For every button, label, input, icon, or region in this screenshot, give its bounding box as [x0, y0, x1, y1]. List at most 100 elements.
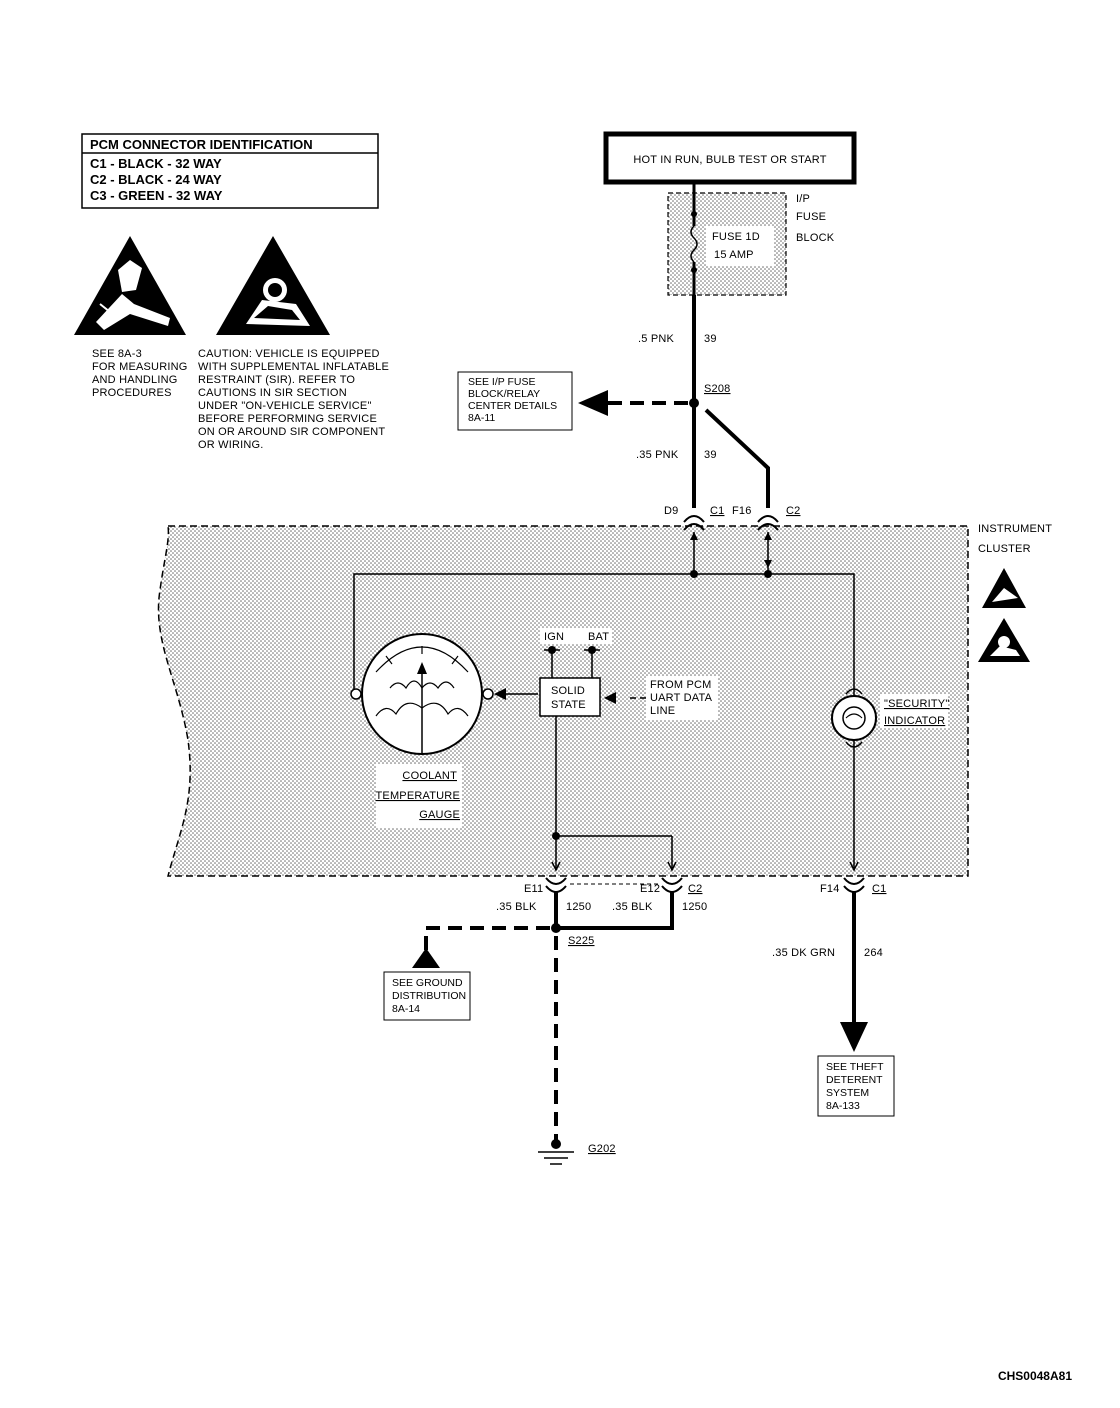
- ground-distribution-ref: SEE GROUND DISTRIBUTION 8A-14: [383, 971, 471, 1021]
- gauge-label: COOLANT TEMPERATURE GAUGE: [375, 764, 462, 828]
- connector-f14-c1: F14 C1: [820, 877, 886, 895]
- fuse-amp: 15 AMP: [714, 249, 754, 261]
- svg-text:OR WIRING.: OR WIRING.: [198, 439, 264, 451]
- coolant-temperature-gauge: [350, 633, 494, 755]
- svg-text:DISTRIBUTION: DISTRIBUTION: [392, 990, 466, 1002]
- svg-text:BLOCK: BLOCK: [796, 232, 835, 244]
- svg-text:GAUGE: GAUGE: [419, 809, 460, 821]
- svg-text:SEE 8A-3: SEE 8A-3: [92, 348, 142, 360]
- svg-text:BAT: BAT: [588, 631, 609, 643]
- svg-text:SEE THEFT: SEE THEFT: [826, 1061, 884, 1073]
- svg-text:.35 BLK: .35 BLK: [496, 901, 537, 913]
- svg-text:SYSTEM: SYSTEM: [826, 1087, 869, 1099]
- esd-warning-icon: [74, 236, 186, 335]
- svg-text:FROM PCM: FROM PCM: [650, 679, 711, 691]
- fuse-block: FUSE 1D 15 AMP I/P FUSE BLOCK: [667, 182, 835, 296]
- svg-text:1250: 1250: [566, 901, 591, 913]
- svg-text:COOLANT: COOLANT: [402, 770, 457, 782]
- svg-text:AND HANDLING: AND HANDLING: [92, 374, 178, 386]
- theft-deterrent-ref: SEE THEFT DETERENT SYSTEM 8A-133: [817, 1055, 895, 1117]
- connector-e11: E11: [524, 877, 567, 895]
- fuse-label: FUSE 1D: [712, 231, 760, 243]
- solid-state-module: SOLID STATE IGN BAT FROM PCM UART DATA L…: [494, 628, 718, 836]
- svg-text:CENTER DETAILS: CENTER DETAILS: [468, 400, 557, 412]
- svg-text:.35 BLK: .35 BLK: [612, 901, 653, 913]
- arrow-left-icon: [578, 390, 608, 416]
- svg-text:F14: F14: [820, 883, 840, 895]
- svg-text:D9: D9: [664, 505, 678, 517]
- svg-text:RESTRAINT (SIR). REFER TO: RESTRAINT (SIR). REFER TO: [198, 374, 355, 386]
- pcm-connector-row: C1 - BLACK - 32 WAY: [90, 156, 222, 171]
- svg-text:E11: E11: [524, 883, 543, 895]
- svg-text:S225: S225: [568, 935, 595, 947]
- svg-text:BEFORE PERFORMING SERVICE: BEFORE PERFORMING SERVICE: [198, 413, 377, 425]
- svg-text:BLOCK/RELAY: BLOCK/RELAY: [468, 388, 540, 400]
- indicator-lamp-icon: [842, 706, 866, 730]
- svg-text:INDICATOR: INDICATOR: [884, 715, 945, 727]
- sir-caution-note: CAUTION: VEHICLE IS EQUIPPED WITH SUPPLE…: [198, 348, 389, 451]
- svg-text:1250: 1250: [682, 901, 707, 913]
- svg-text:.5 PNK: .5 PNK: [638, 333, 675, 345]
- svg-text:C2: C2: [786, 505, 800, 517]
- security-indicator: "SECURITY" INDICATOR: [831, 686, 949, 868]
- svg-text:INSTRUMENT: INSTRUMENT: [978, 523, 1052, 535]
- esd-warning-icon-small: [982, 568, 1026, 608]
- arrow-up-icon: [412, 948, 440, 968]
- svg-text:I/P: I/P: [796, 193, 810, 205]
- svg-text:39: 39: [704, 449, 717, 461]
- figure-code: CHS0048A81: [998, 1369, 1072, 1383]
- fuse-icon: [690, 225, 698, 263]
- svg-text:264: 264: [864, 947, 883, 959]
- wire-39-branch: [704, 408, 770, 508]
- svg-text:FOR MEASURING: FOR MEASURING: [92, 361, 188, 373]
- svg-text:8A-14: 8A-14: [392, 1003, 420, 1015]
- gauge-needle-icon: [417, 662, 427, 674]
- svg-text:SEE GROUND: SEE GROUND: [392, 977, 463, 989]
- sir-warning-icon-small: [978, 618, 1030, 662]
- power-source-box: HOT IN RUN, BULB TEST OR START: [603, 131, 857, 185]
- svg-text:E12: E12: [640, 883, 660, 895]
- connector-f16-c2: F16 C2: [732, 505, 800, 531]
- svg-text:.35 PNK: .35 PNK: [636, 449, 679, 461]
- svg-text:STATE: STATE: [551, 699, 586, 711]
- wire-1250-e12: [560, 892, 674, 930]
- connector-d9-c1: D9 C1: [664, 505, 724, 531]
- svg-text:C1: C1: [872, 883, 886, 895]
- svg-text:"SECURITY": "SECURITY": [884, 698, 949, 710]
- svg-text:.35 DK GRN: .35 DK GRN: [772, 947, 835, 959]
- svg-text:ON OR AROUND SIR COMPONENT: ON OR AROUND SIR COMPONENT: [198, 426, 385, 438]
- svg-text:8A-133: 8A-133: [826, 1100, 860, 1112]
- svg-text:FUSE: FUSE: [796, 211, 826, 223]
- svg-text:CAUTION: VEHICLE IS EQUIPPED: CAUTION: VEHICLE IS EQUIPPED: [198, 348, 380, 360]
- pcm-connector-title: PCM CONNECTOR IDENTIFICATION: [90, 137, 313, 152]
- sir-warning-icon: [216, 236, 330, 335]
- relay-center-ref: SEE I/P FUSE BLOCK/RELAY CENTER DETAILS …: [457, 371, 573, 431]
- splice-s208: [689, 398, 699, 408]
- svg-text:PROCEDURES: PROCEDURES: [92, 387, 172, 399]
- svg-text:WITH SUPPLEMENTAL INFLATABLE: WITH SUPPLEMENTAL INFLATABLE: [198, 361, 389, 373]
- ground-label: G202: [588, 1143, 616, 1155]
- svg-text:C1: C1: [710, 505, 724, 517]
- svg-text:UART DATA: UART DATA: [650, 692, 713, 704]
- esd-note: SEE 8A-3 FOR MEASURING AND HANDLING PROC…: [92, 348, 188, 399]
- svg-text:SOLID: SOLID: [551, 685, 585, 697]
- svg-text:TEMPERATURE: TEMPERATURE: [375, 790, 460, 802]
- svg-text:S208: S208: [704, 383, 731, 395]
- svg-text:CLUSTER: CLUSTER: [978, 543, 1031, 555]
- svg-text:UNDER "ON-VEHICLE SERVICE": UNDER "ON-VEHICLE SERVICE": [198, 400, 372, 412]
- power-source-label: HOT IN RUN, BULB TEST OR START: [633, 154, 826, 166]
- svg-text:8A-11: 8A-11: [468, 412, 495, 424]
- arrow-down-icon: [840, 1022, 868, 1052]
- svg-text:C2: C2: [688, 883, 702, 895]
- svg-text:IGN: IGN: [544, 631, 564, 643]
- pcm-connector-row: C3 - GREEN - 32 WAY: [90, 188, 223, 203]
- svg-text:LINE: LINE: [650, 705, 675, 717]
- splice-s225: [551, 923, 561, 933]
- svg-text:CAUTIONS IN SIR SECTION: CAUTIONS IN SIR SECTION: [198, 387, 347, 399]
- svg-text:DETERENT: DETERENT: [826, 1074, 883, 1086]
- pcm-connector-table: PCM CONNECTOR IDENTIFICATION C1 - BLACK …: [81, 133, 379, 209]
- ground-icon: [538, 1151, 574, 1165]
- svg-text:SEE I/P FUSE: SEE I/P FUSE: [468, 376, 536, 388]
- svg-text:F16: F16: [732, 505, 752, 517]
